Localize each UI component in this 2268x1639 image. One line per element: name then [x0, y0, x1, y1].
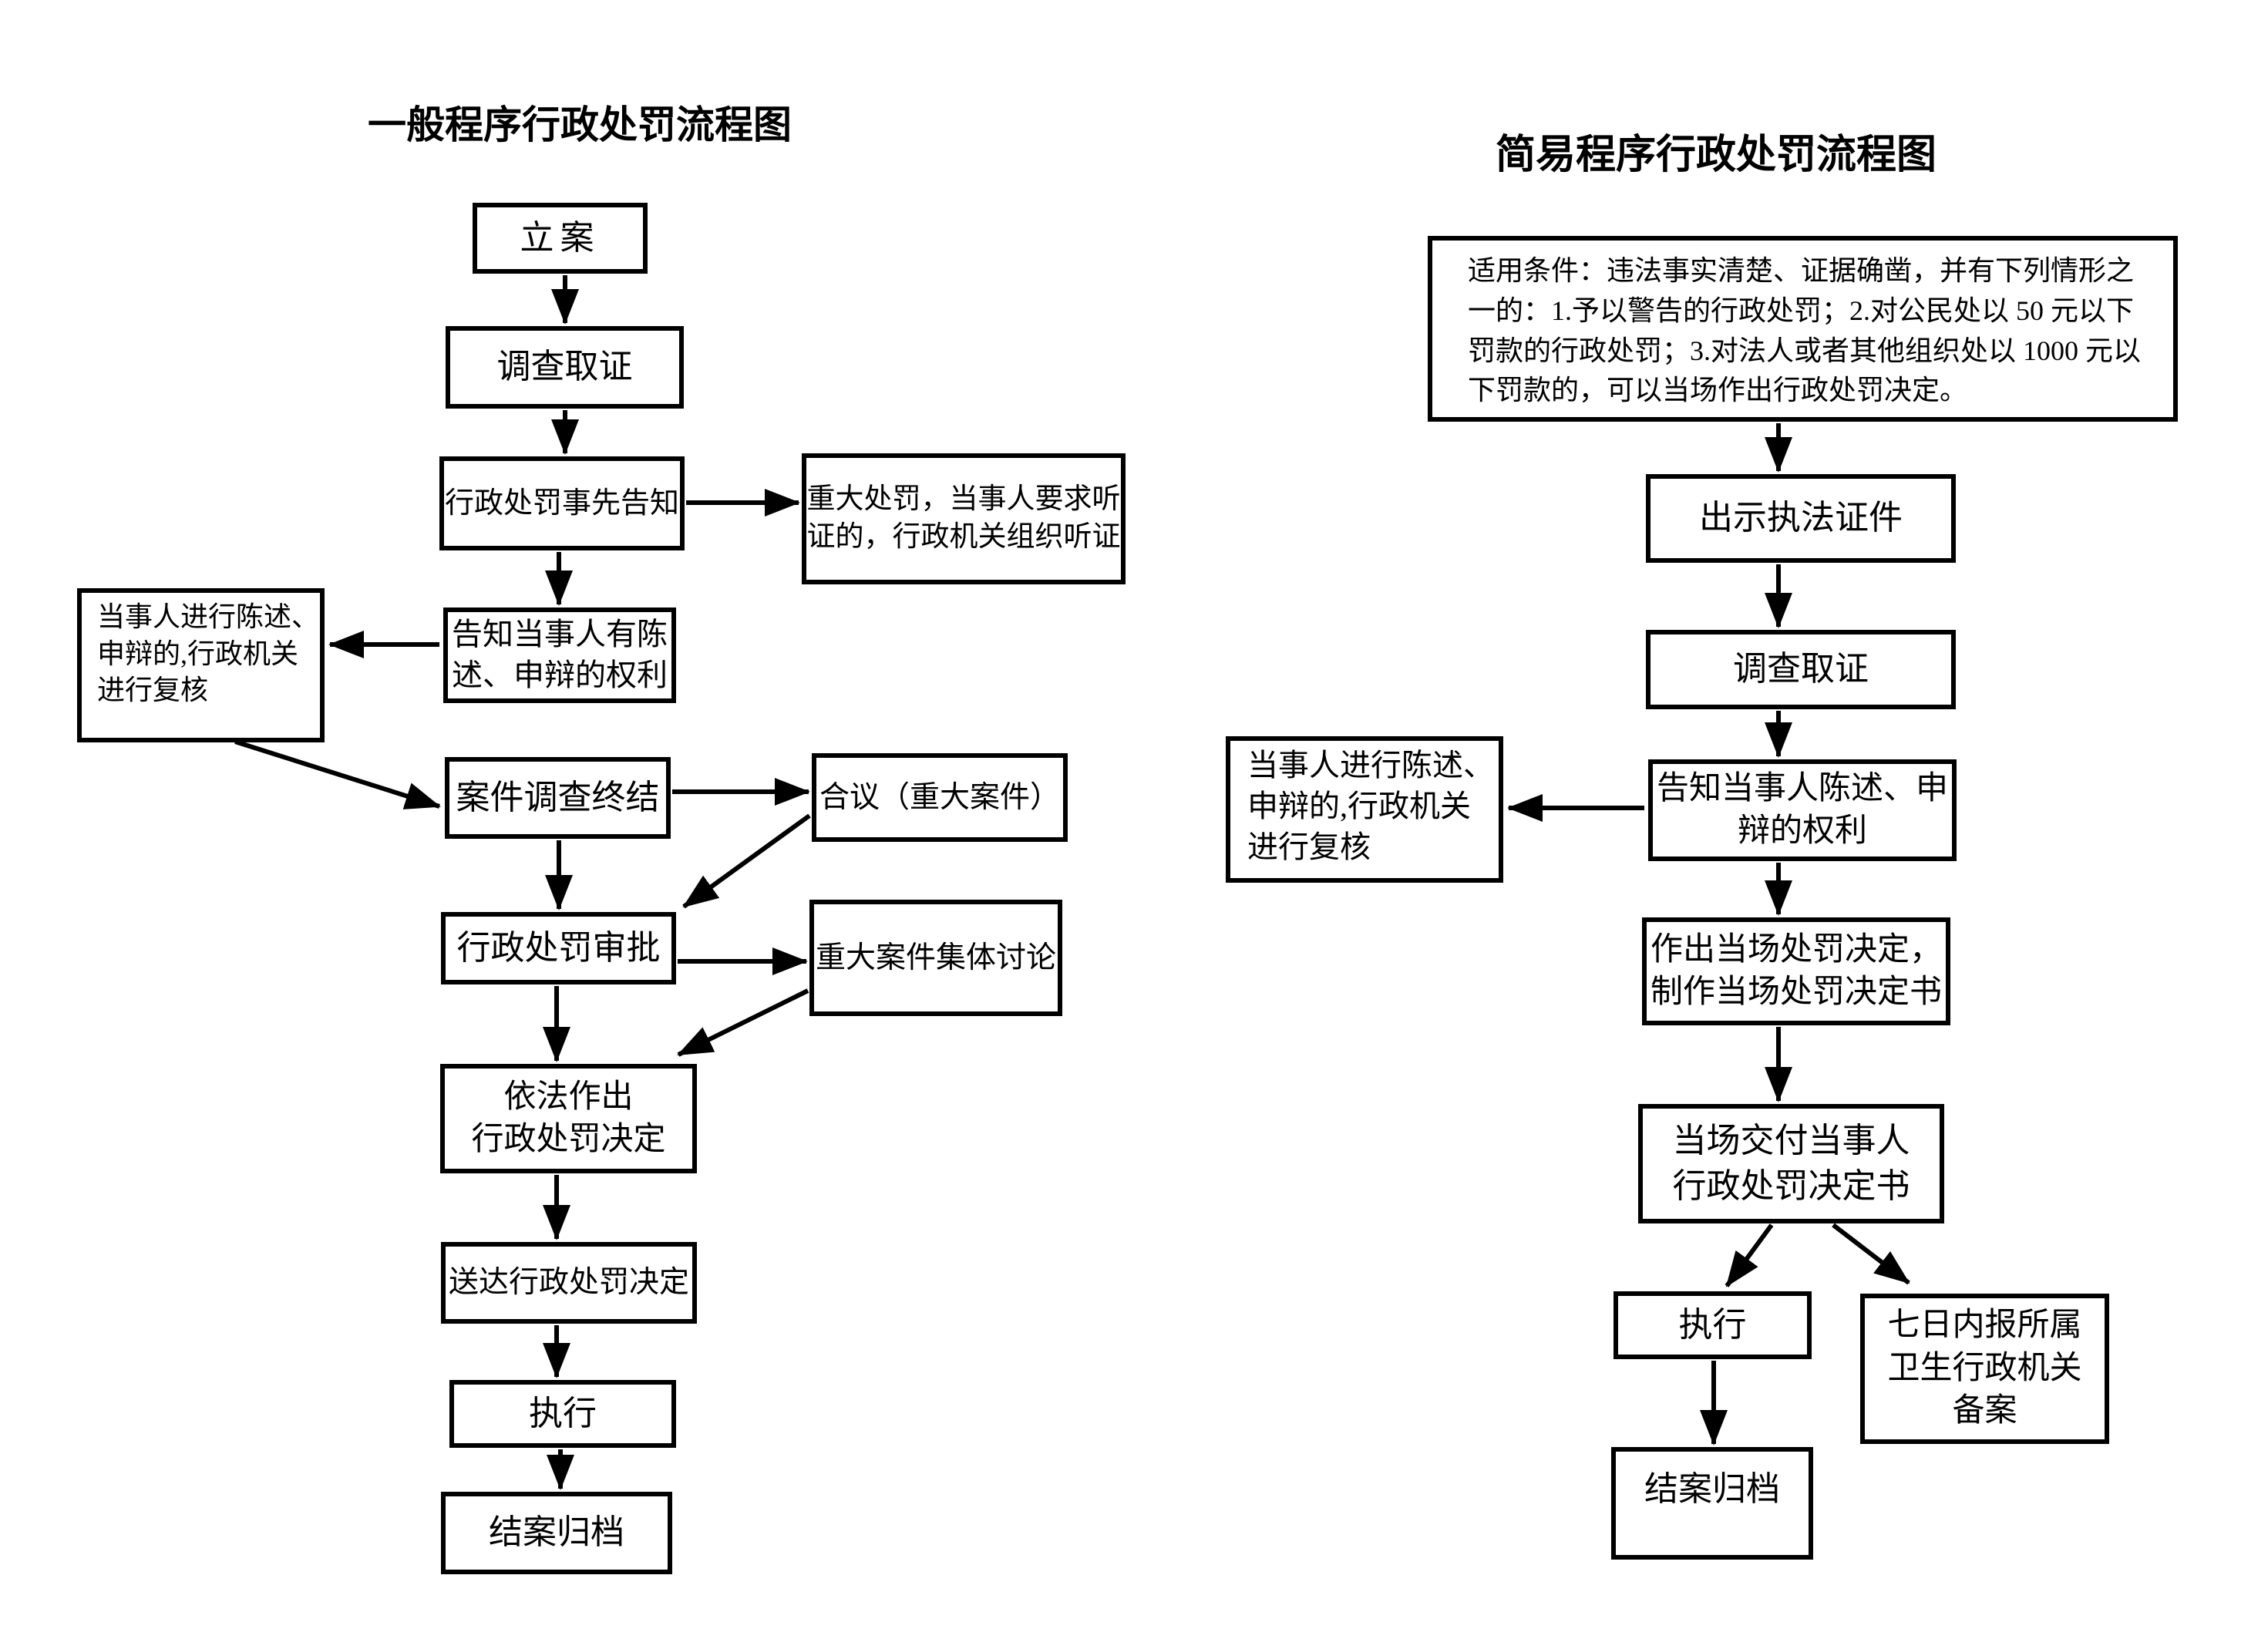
node-execution: 执行 [449, 1380, 676, 1448]
node-show-credentials: 出示执法证件 [1646, 474, 1956, 563]
node-filing: 立案 [473, 203, 648, 274]
arrow-groupdisc-decision [677, 988, 809, 1057]
node-deliver-decision: 当场交付当事人 行政处罚决定书 [1638, 1104, 1944, 1223]
node-report-record: 七日内报所属 卫生行政机关 备案 [1860, 1294, 2109, 1444]
node-statement-review: 当事人进行陈述、 申辩的,行政机关 进行复核 [77, 588, 325, 742]
node-deliberation: 合议（重大案件） [812, 753, 1068, 842]
node-execution-simple: 执行 [1614, 1291, 1812, 1359]
node-group-discussion: 重大案件集体讨论 [809, 900, 1062, 1016]
node-case-closing: 结案归档 [441, 1492, 672, 1574]
right-chart-title: 简易程序行政处罚流程图 [1495, 133, 1937, 177]
node-decision-delivery: 送达行政处罚决定 [441, 1242, 697, 1324]
node-inform-rights-simple: 告知当事人陈述、申 辩的权利 [1648, 759, 1957, 861]
left-chart-title: 一般程序行政处罚流程图 [368, 103, 792, 146]
node-hearing: 重大处罚，当事人要求听 证的，行政机关组织听证 [802, 453, 1126, 584]
arrow-deliver-execution [1725, 1223, 1774, 1287]
node-case-closing-simple: 结案归档 [1611, 1447, 1813, 1560]
node-applicable-conditions: 适用条件：违法事实清楚、证据确凿，并有下列情形之 一的：1.予以警告的行政处罚；… [1428, 236, 2178, 422]
arrow-review-investend [234, 739, 441, 809]
node-onsite-decision: 作出当场处罚决定， 制作当场处罚决定书 [1642, 917, 1950, 1025]
arrow-deliver-report [1832, 1223, 1910, 1285]
node-penalty-approval: 行政处罚审批 [441, 912, 676, 984]
node-prior-notice: 行政处罚事先告知 [439, 456, 685, 550]
node-statement-review-simple: 当事人进行陈述、 申辩的,行政机关 进行复核 [1226, 736, 1503, 883]
node-investigation-simple: 调查取证 [1646, 630, 1956, 709]
arrow-deliberation-approval [682, 813, 811, 909]
node-penalty-decision: 依法作出 行政处罚决定 [440, 1064, 697, 1173]
node-investigation-end: 案件调查终结 [445, 757, 671, 839]
node-inform-rights: 告知当事人有陈 述、申辩的权利 [443, 607, 676, 703]
node-investigation: 调查取证 [446, 326, 684, 409]
